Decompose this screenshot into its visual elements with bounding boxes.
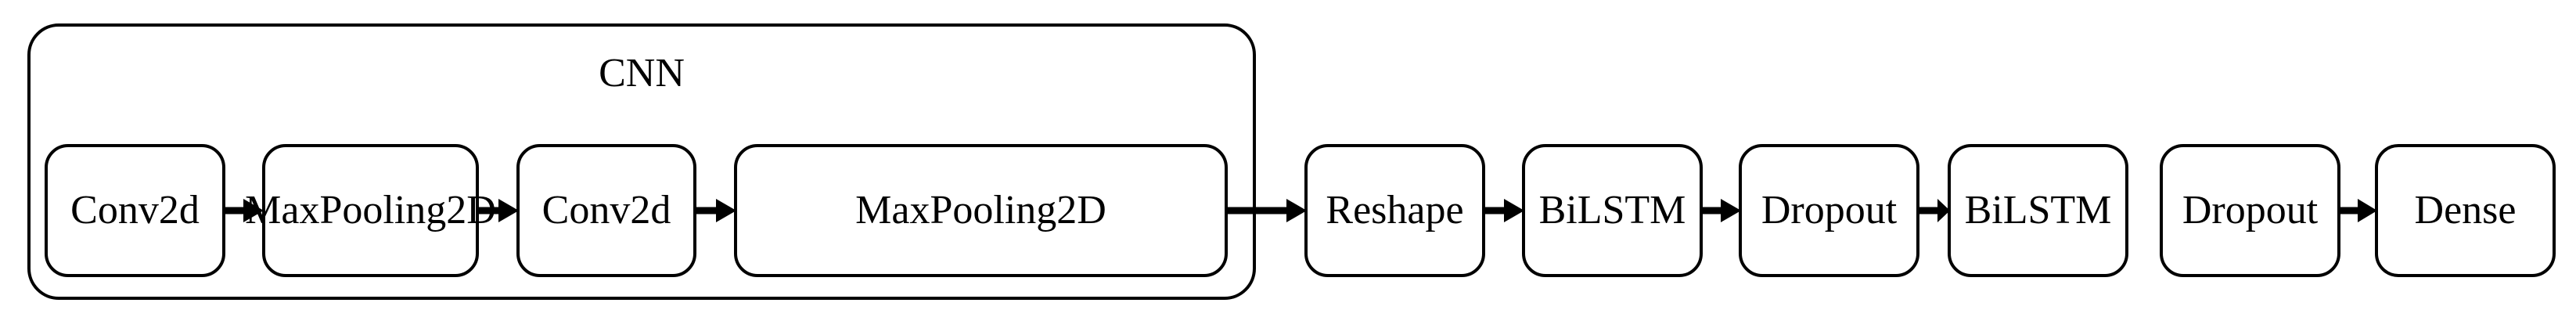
- group-box-cnn: [27, 23, 1256, 300]
- arrow-maxpooling2d-2-to-reshape: [1225, 197, 1307, 224]
- layer-box-dropout-1[interactable]: Dropout: [1739, 144, 1919, 277]
- layer-label-dropout-2: Dropout: [2182, 188, 2319, 232]
- layer-label-reshape: Reshape: [1326, 188, 1464, 232]
- layer-box-dropout-2[interactable]: Dropout: [2160, 144, 2340, 277]
- layer-box-conv2d-1[interactable]: Conv2d: [45, 144, 225, 277]
- layer-label-bilstm-2: BiLSTM: [1964, 188, 2112, 232]
- layer-box-maxpooling2d-1[interactable]: MaxPooling2D: [245, 144, 496, 277]
- layer-label-conv2d-1: Conv2d: [70, 188, 200, 232]
- group-label-cnn: CNN: [599, 51, 685, 96]
- arrow-maxpooling2d-1-to-conv2d-2: [477, 197, 519, 224]
- layer-label-conv2d-2: Conv2d: [541, 188, 671, 232]
- arrow-bilstm-1-to-dropout-1: [1700, 197, 1741, 224]
- layer-label-bilstm-1: BiLSTM: [1538, 188, 1686, 232]
- arrow-conv2d-2-to-maxpooling2d-2: [694, 197, 736, 224]
- layer-box-dense[interactable]: Dense: [2375, 144, 2556, 277]
- arrow-dropout-2-to-dense: [2337, 197, 2377, 224]
- layer-box-bilstm-2[interactable]: BiLSTM: [1948, 144, 2128, 277]
- arrow-dropout-1-to-bilstm-2: [1917, 197, 1950, 224]
- layer-box-conv2d-2[interactable]: Conv2d: [516, 144, 696, 277]
- layer-box-maxpooling2d-2[interactable]: MaxPooling2D: [734, 144, 1228, 277]
- layer-label-maxpooling2d-1: MaxPooling2D: [245, 188, 496, 232]
- layer-box-bilstm-1[interactable]: BiLSTM: [1522, 144, 1703, 277]
- arrow-conv2d-1-to-maxpooling2d-1: [223, 197, 264, 224]
- arrow-reshape-to-bilstm-1: [1483, 197, 1524, 224]
- layer-label-dense: Dense: [2414, 188, 2517, 232]
- layer-label-maxpooling2d-2: MaxPooling2D: [855, 188, 1106, 232]
- layer-label-dropout-1: Dropout: [1761, 188, 1898, 232]
- layer-box-reshape[interactable]: Reshape: [1304, 144, 1485, 277]
